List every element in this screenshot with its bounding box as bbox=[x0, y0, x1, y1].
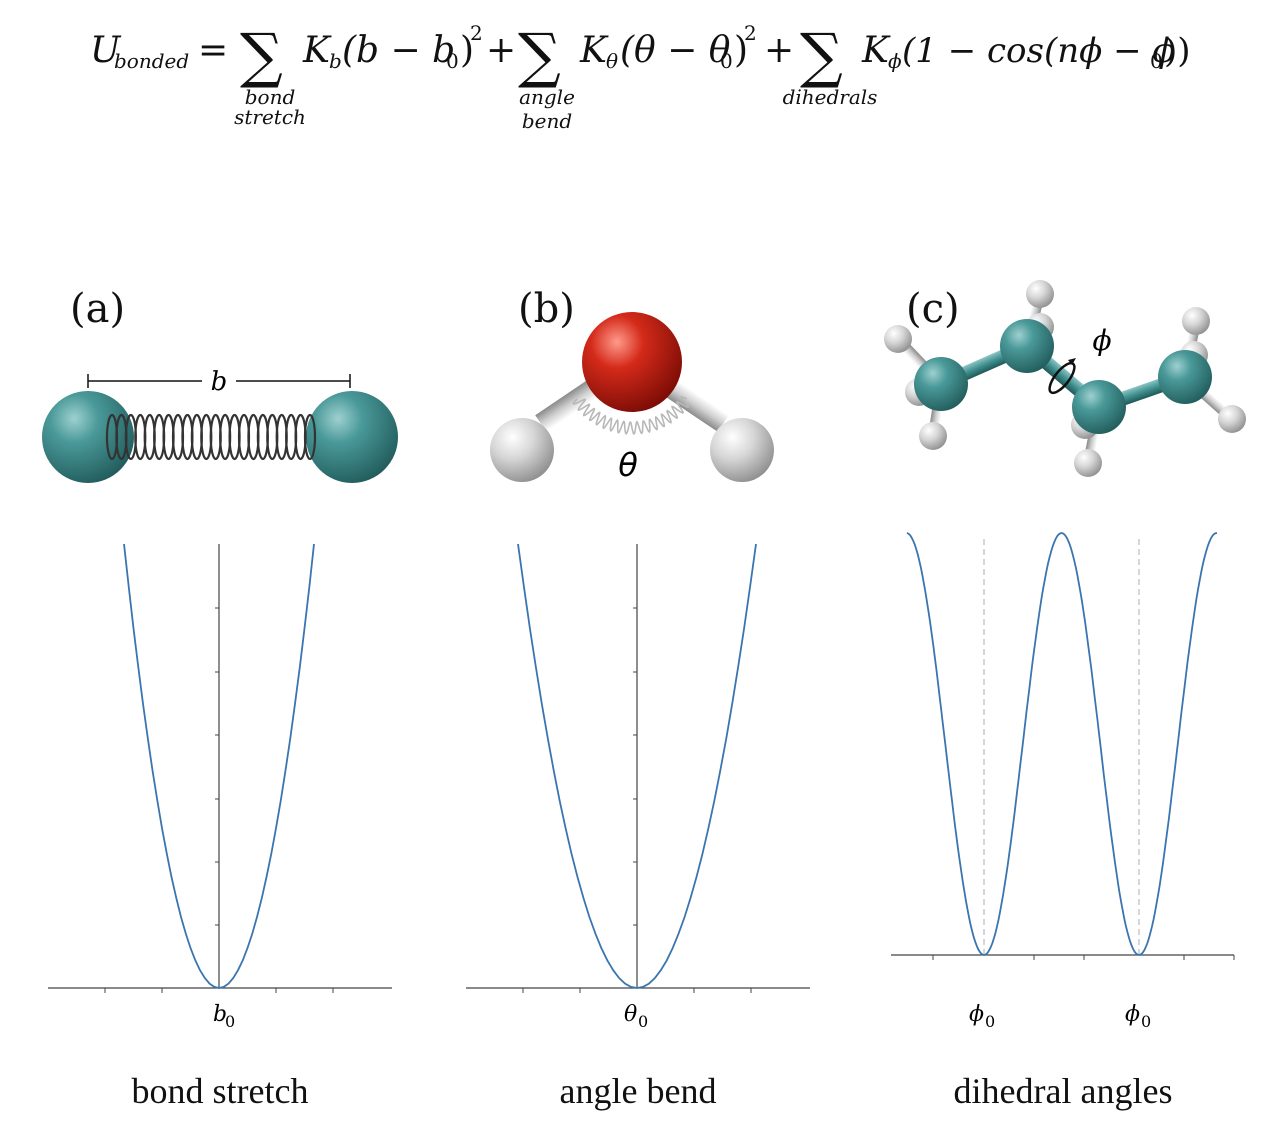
xtick-b0-subscript: 0 bbox=[225, 1012, 235, 1031]
caption-angle-bend: angle bend bbox=[559, 1071, 717, 1111]
sum-symbol-angle: ∑ bbox=[518, 21, 561, 91]
term2-power: 2 bbox=[744, 21, 757, 45]
xtick-phi0-second-subscript: 0 bbox=[1141, 1012, 1151, 1031]
dihedral-plot bbox=[891, 532, 1235, 960]
term2-close: ) bbox=[734, 30, 748, 71]
caption-dihedral-angles: dihedral angles bbox=[953, 1071, 1173, 1111]
term3-coefficient: K bbox=[861, 30, 891, 71]
term1-close: ) bbox=[460, 30, 474, 71]
bonded-energy-equation: U bonded = ∑ K b (b − b 0 ) 2 bond stret… bbox=[90, 21, 1191, 133]
angle-bend-under-1: angle bbox=[519, 85, 575, 109]
equation-lhs: U bbox=[90, 30, 122, 71]
term2-coefficient-subscript: θ bbox=[606, 49, 618, 73]
dihedral-rotation-arrow bbox=[1048, 358, 1076, 395]
equals-sign: = bbox=[198, 30, 228, 71]
xtick-theta0-subscript: 0 bbox=[638, 1012, 648, 1031]
hydrogen-atom bbox=[1026, 280, 1054, 308]
term1-coefficient-subscript: b bbox=[329, 49, 342, 73]
angle-label-theta: θ bbox=[618, 446, 638, 484]
carbon-atom bbox=[1072, 380, 1126, 434]
spring-coil bbox=[105, 413, 317, 461]
oxygen-atom bbox=[582, 312, 682, 412]
angle-spring bbox=[572, 395, 690, 435]
plus-sign-2: + bbox=[764, 30, 794, 71]
hydrogen-atom-right bbox=[710, 418, 774, 482]
panel-a-letter: (a) bbox=[70, 286, 126, 332]
term3-close: )) bbox=[1164, 31, 1191, 71]
angle-bend-plot bbox=[466, 543, 810, 993]
carbon-atom bbox=[1158, 350, 1212, 404]
sum-symbol-dihedral: ∑ bbox=[800, 21, 843, 91]
atom-left-sphere bbox=[42, 391, 134, 483]
term1-power: 2 bbox=[470, 21, 483, 45]
term3-coefficient-subscript: ϕ bbox=[888, 49, 902, 73]
carbon-atom bbox=[1000, 319, 1054, 373]
bond-stretch-under-1: bond bbox=[245, 85, 296, 109]
dihedral-curve bbox=[906, 532, 1218, 956]
xtick-b0: b bbox=[213, 1002, 227, 1027]
atom-right-sphere bbox=[306, 391, 398, 483]
term1-body: (b − b bbox=[342, 30, 455, 71]
dihedrals-under: dihedrals bbox=[783, 85, 878, 109]
bond-stretch-curve bbox=[123, 543, 315, 989]
xtick-theta0: θ bbox=[624, 1002, 637, 1027]
bond-stretch-molecule: b bbox=[42, 366, 398, 483]
hydrogen-atom bbox=[884, 325, 912, 353]
dihedral-label-phi: ϕ bbox=[1092, 324, 1111, 357]
butane-molecule bbox=[884, 280, 1246, 477]
hydrogen-atom-left bbox=[490, 418, 554, 482]
xtick-phi0-second: ϕ bbox=[1125, 1002, 1140, 1027]
spring-coil-loop bbox=[303, 413, 317, 461]
caption-bond-stretch: bond stretch bbox=[131, 1071, 309, 1111]
hydrogen-atom bbox=[1074, 449, 1102, 477]
term2-coefficient: K bbox=[579, 30, 609, 71]
sum-symbol-bond: ∑ bbox=[240, 21, 283, 91]
hydrogen-atom bbox=[1182, 307, 1210, 335]
water-molecule: θ bbox=[490, 312, 774, 484]
bond-length-label: b bbox=[211, 367, 228, 397]
angle-spring-path bbox=[572, 395, 690, 435]
term2-body: (θ − θ bbox=[620, 30, 731, 71]
term3-body: (1 − cos(nϕ − ϕ bbox=[902, 31, 1176, 71]
term1-coefficient: K bbox=[302, 30, 332, 71]
xtick-phi0-first: ϕ bbox=[969, 1002, 984, 1027]
hydrogen-atom bbox=[1218, 405, 1246, 433]
hydrogen-atom bbox=[919, 422, 947, 450]
bond-stretch-plot bbox=[48, 543, 392, 993]
term2-zero: 0 bbox=[720, 49, 733, 73]
equation-lhs-subscript: bonded bbox=[114, 49, 189, 73]
carbon-atom bbox=[914, 357, 968, 411]
bond-stretch-under-2: stretch bbox=[234, 105, 306, 129]
xtick-phi0-first-subscript: 0 bbox=[985, 1012, 995, 1031]
term1-zero: 0 bbox=[446, 49, 459, 73]
angle-bend-curve bbox=[517, 543, 757, 989]
plus-sign-1: + bbox=[486, 30, 516, 71]
panel-b-letter: (b) bbox=[518, 286, 575, 332]
term3-zero: 0 bbox=[1150, 49, 1163, 73]
angle-bend-under-2: bend bbox=[522, 109, 572, 133]
panel-c-letter: (c) bbox=[906, 286, 960, 332]
